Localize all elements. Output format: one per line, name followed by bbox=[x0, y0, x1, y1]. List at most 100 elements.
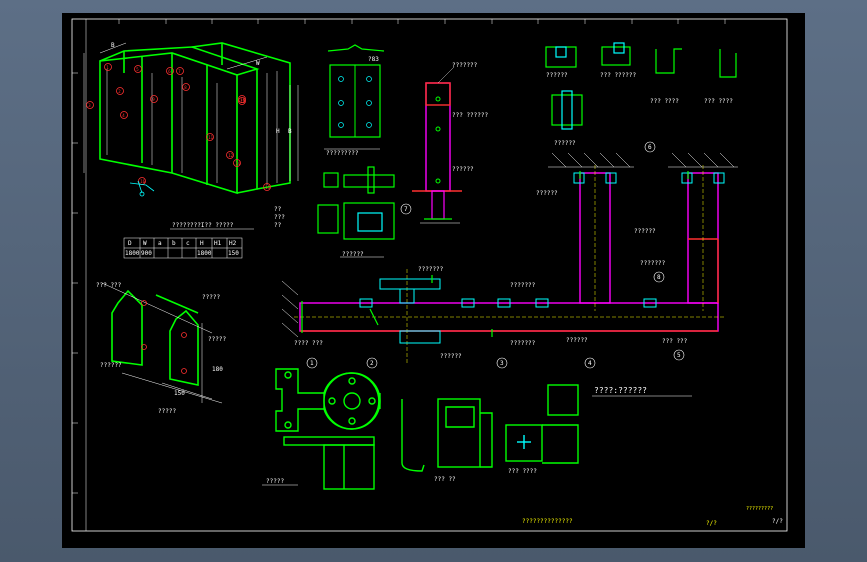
plan-label-1: ??????? bbox=[418, 266, 444, 273]
section-7-label-bot: ?????? bbox=[452, 166, 474, 173]
dim-label-w: W bbox=[256, 60, 260, 67]
td-7: 150 bbox=[228, 250, 239, 257]
angle-parts-caption: ??? ???? bbox=[508, 468, 537, 475]
td-1: 900 bbox=[141, 250, 152, 257]
iso-balloon-label: 14 bbox=[235, 161, 240, 166]
iso-balloon-label: 1 bbox=[106, 65, 109, 70]
plan-marker-8: 8 bbox=[657, 274, 661, 281]
sheet-number: ?/? bbox=[706, 520, 717, 527]
dim-label-b-top: B bbox=[111, 42, 115, 49]
iso-balloon-label: 13 bbox=[240, 99, 245, 104]
note-line-3: ?? bbox=[274, 222, 282, 229]
section-7: 7 ??????? ??? ?????? ?????? bbox=[400, 62, 489, 224]
isometric-cubicle bbox=[99, 42, 291, 195]
dim-label-b-side: B bbox=[288, 128, 292, 135]
th-5: H bbox=[200, 240, 204, 247]
partition-label-2: ????? bbox=[202, 294, 220, 301]
plan-marker-6: 6 bbox=[648, 144, 652, 151]
iso-balloon-label: 15 bbox=[265, 185, 270, 190]
plan-label-4: ??????? bbox=[510, 340, 536, 347]
plan-marker-2: 2 bbox=[370, 360, 374, 367]
td-6: 1800 bbox=[197, 250, 212, 257]
dim-label-h: H bbox=[276, 128, 280, 135]
plan-marker-1: 1 bbox=[310, 360, 314, 367]
isometric-legs bbox=[129, 180, 155, 197]
section-title: ????:?????? bbox=[594, 386, 647, 395]
plan-label-7: ?????? bbox=[566, 337, 588, 344]
isometric-balloons bbox=[86, 63, 271, 191]
bracket-caption: ????? bbox=[266, 478, 284, 485]
drawing-sheet: B W H B ????????I?? ????? ?? ??? ?? D bbox=[62, 13, 805, 548]
plan-marker-3: 3 bbox=[500, 360, 504, 367]
plan-label-9: ?????? bbox=[634, 228, 656, 235]
small-note: ?? ??? ?? bbox=[274, 206, 285, 229]
th-2: a bbox=[158, 240, 162, 247]
hinge-dim: ?83 bbox=[368, 56, 379, 63]
partition-label-3: ????? bbox=[208, 336, 226, 343]
partition-lines bbox=[101, 282, 223, 404]
plan-marker-5: 5 bbox=[677, 352, 681, 359]
partition-dim-1: 180 bbox=[212, 366, 223, 373]
th-7: H2 bbox=[229, 240, 237, 247]
bottom-title: ?????????????? bbox=[522, 518, 573, 525]
partition-marks bbox=[141, 300, 187, 374]
plan-label-6: ??? ??? bbox=[662, 338, 688, 345]
angle-parts bbox=[505, 384, 579, 464]
iso-balloon-label: 12 bbox=[228, 153, 233, 158]
isometric-inner-lines bbox=[83, 53, 278, 185]
plan-label-10: ??????? bbox=[640, 260, 666, 267]
th-3: b bbox=[172, 240, 176, 247]
th-6: H1 bbox=[214, 240, 222, 247]
partition-dim-2: 150 bbox=[174, 390, 185, 397]
scale-note: ?/? bbox=[772, 518, 783, 525]
small-parts bbox=[401, 398, 493, 472]
section-7-label-mid: ??? ?????? bbox=[452, 112, 489, 119]
latch-caption: ?????? bbox=[342, 251, 364, 258]
cad-drawing: B W H B ????????I?? ????? ?? ??? ?? D bbox=[71, 18, 788, 532]
section-7-marker: 7 bbox=[404, 206, 408, 213]
iso-balloon-label: 3 bbox=[88, 103, 91, 108]
iso-balloon-label: 10 bbox=[240, 97, 245, 102]
plan-label-8: ?????? bbox=[536, 190, 558, 197]
plan-label-5: ???? ??? bbox=[294, 340, 323, 347]
partition-detail bbox=[111, 289, 199, 386]
th-1: W bbox=[143, 240, 147, 247]
plan-centerline bbox=[294, 165, 726, 363]
profiles-top bbox=[545, 42, 737, 130]
iso-balloon-label: 4 bbox=[122, 113, 125, 118]
profile-caption-1: ?????? bbox=[546, 72, 568, 79]
drawing-frame bbox=[71, 18, 788, 532]
plan-label-3: ??????? bbox=[510, 282, 536, 289]
latch-view bbox=[317, 166, 395, 240]
spec-table: D W a b c H H1 H2 1800 900 1800 150 bbox=[123, 237, 243, 259]
profile-caption-2: ??? ?????? bbox=[600, 72, 637, 79]
iso-balloon-label: 7 bbox=[178, 69, 181, 74]
plan-hatch bbox=[281, 152, 738, 338]
iso-balloon-label: 2 bbox=[118, 89, 121, 94]
iso-balloon-label: 5 bbox=[136, 67, 139, 72]
isometric-dim-text: B W H B bbox=[111, 42, 292, 135]
plan-label-2: ?????? bbox=[440, 353, 462, 360]
note-line-1: ?? bbox=[274, 206, 282, 213]
profile-caption-3: ??? ???? bbox=[650, 98, 679, 105]
iso-balloon-label: 6 bbox=[168, 69, 171, 74]
plan-marker-4: 4 bbox=[588, 360, 592, 367]
iso-balloon-label: 8 bbox=[184, 85, 187, 90]
small-parts-caption: ??? ?? bbox=[434, 476, 456, 483]
iso-caption: ????????I?? ????? bbox=[172, 222, 234, 229]
frame-ticks bbox=[72, 19, 726, 494]
td-0: 1800 bbox=[125, 250, 140, 257]
partition-caption: ????? bbox=[158, 408, 176, 415]
th-0: D bbox=[128, 240, 132, 247]
plan-joints bbox=[359, 172, 725, 344]
hinge-caption: ????????? bbox=[326, 150, 359, 157]
isometric-dimension-lines bbox=[99, 42, 299, 181]
th-4: c bbox=[186, 240, 190, 247]
iso-balloon-label: 11 bbox=[208, 135, 213, 140]
note-line-2: ??? bbox=[274, 214, 285, 221]
hinge-view: ?83 ????????? bbox=[324, 44, 385, 157]
iso-balloon-label: 16 bbox=[140, 179, 145, 184]
section-7-label-top: ??????? bbox=[452, 62, 478, 69]
iso-balloon-label: 9 bbox=[152, 97, 155, 102]
profile-caption-5: ?????? bbox=[554, 140, 576, 147]
